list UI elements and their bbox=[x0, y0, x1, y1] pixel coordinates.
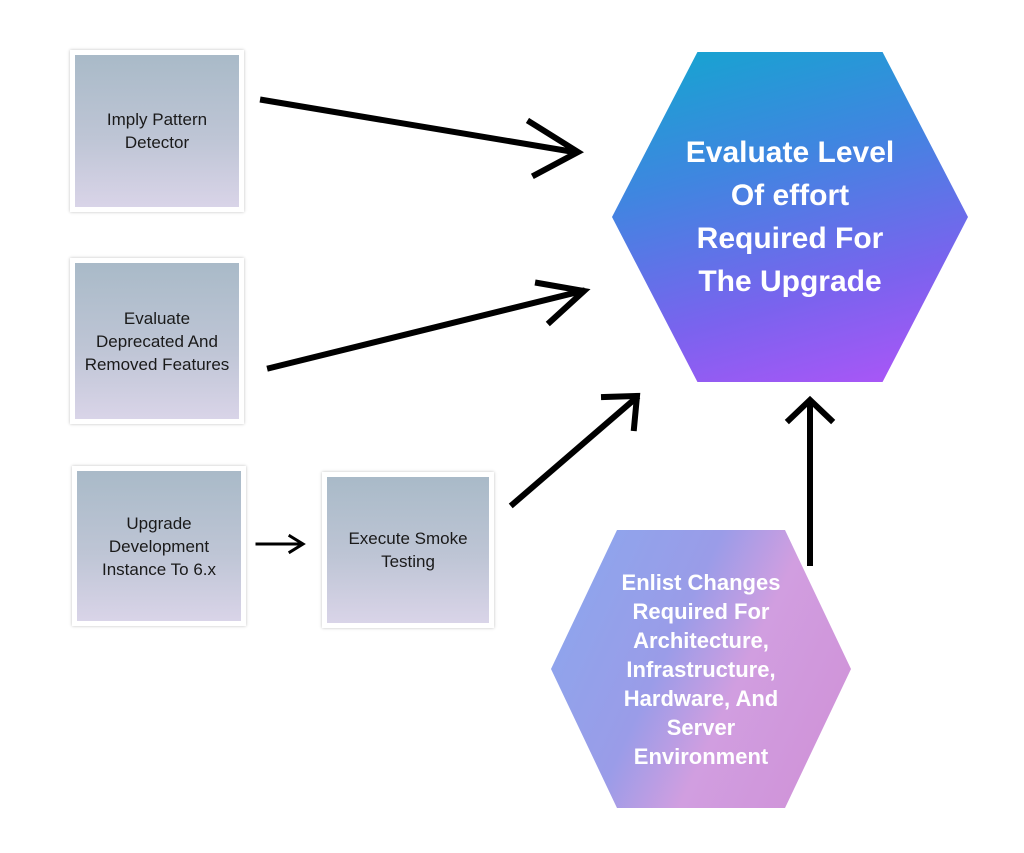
arrow-imply-to-evaluate bbox=[259, 96, 584, 180]
smoke-testing-box: Execute Smoke Testing bbox=[322, 472, 494, 628]
imply-pattern-detector-box: Imply Pattern Detector bbox=[70, 50, 244, 212]
arrow-deprecated-to-evaluate bbox=[266, 279, 591, 372]
evaluate-deprecated-box: Evaluate Deprecated And Removed Features bbox=[70, 258, 244, 424]
evaluate-effort-hexagon: Evaluate Level Of effort Required For Th… bbox=[612, 52, 968, 382]
smoke-testing-label: Execute Smoke Testing bbox=[348, 529, 468, 571]
enlist-changes-hexagon: Enlist Changes Required For Architecture… bbox=[551, 530, 851, 808]
upgrade-dev-instance-box: Upgrade Development Instance To 6.x bbox=[72, 466, 246, 626]
evaluate-effort-label: Evaluate Level Of effort Required For Th… bbox=[685, 136, 895, 298]
arrow-upgrade-to-smoke bbox=[255, 533, 306, 555]
enlist-changes-label: Enlist Changes Required For Architecture… bbox=[621, 569, 781, 769]
upgrade-dev-instance-label: Upgrade Development Instance To 6.x bbox=[101, 513, 217, 579]
arrow-enlist-to-evaluate bbox=[784, 395, 836, 566]
arrow-smoke-to-evaluate bbox=[508, 392, 641, 509]
evaluate-deprecated-label: Evaluate Deprecated And Removed Features bbox=[84, 308, 230, 374]
imply-pattern-detector-label: Imply Pattern Detector bbox=[106, 110, 208, 152]
